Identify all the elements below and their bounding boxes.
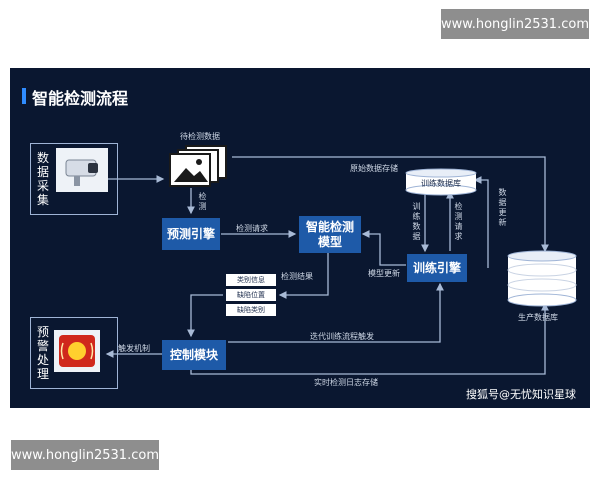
edge-raw-storage [232, 156, 549, 253]
label-realtime-log: 实时检测日志存储 [314, 378, 378, 387]
diagram-panel: 智能检测流程 [10, 68, 590, 408]
label-data-collection: 数据采集 [36, 151, 49, 207]
database-icon [507, 250, 577, 307]
edge-model-update [361, 230, 406, 266]
label-raw-storage: 原始数据存储 [350, 164, 398, 173]
edge-realtime-log [190, 302, 549, 375]
production-db [506, 250, 578, 308]
production-db-label: 生产数据库 [518, 313, 558, 322]
label-detect: 检测 [198, 192, 207, 211]
training-db: 训练数据库 [405, 168, 477, 196]
edge-model-to-results [278, 253, 329, 299]
alert-frame [30, 317, 118, 389]
result-item: 类别信息 [226, 274, 276, 286]
collect-frame [30, 143, 118, 215]
edge-data-update [473, 176, 489, 268]
result-item: 缺陷类别 [226, 304, 276, 316]
label-pending-data: 待检测数据 [180, 132, 220, 141]
edge-results-to-control [187, 294, 223, 338]
edge-iterate-trigger [228, 282, 444, 343]
label-model-update: 模型更新 [368, 269, 400, 278]
label-iterate-trigger: 迭代训练流程触发 [310, 332, 374, 341]
label-trigger: 触发机制 [118, 344, 150, 353]
train-engine-node: 训练引擎 [407, 254, 467, 282]
alarm-icon [54, 330, 100, 372]
label-detect-result: 检测结果 [281, 272, 313, 281]
label-train-data: 训练数据 [412, 202, 421, 241]
control-module-node: 控制模块 [162, 340, 226, 370]
image-stack-icon [168, 144, 232, 188]
label-alert-handling: 预警处理 [36, 325, 49, 381]
label-detect-request-v: 检测请求 [454, 202, 463, 241]
training-db-label: 训练数据库 [421, 179, 461, 188]
connector-layer [105, 156, 549, 375]
diagram-title: 智能检测流程 [32, 89, 129, 108]
watermark-top: www.honglin2531.com [441, 9, 589, 39]
predict-engine-node: 预测引擎 [162, 218, 220, 250]
database-icon [405, 168, 477, 196]
result-item: 缺陷位置 [226, 289, 276, 301]
title-accent-bar [22, 88, 26, 104]
label-detect-request: 检测请求 [236, 224, 268, 233]
watermark-bottom: www.honglin2531.com [11, 440, 159, 470]
label-data-update: 数据更新 [498, 188, 507, 227]
source-credit: 搜狐号@无忧知识星球 [466, 388, 576, 401]
smart-model-node: 智能检测模型 [299, 216, 361, 253]
camera-icon [56, 148, 108, 192]
